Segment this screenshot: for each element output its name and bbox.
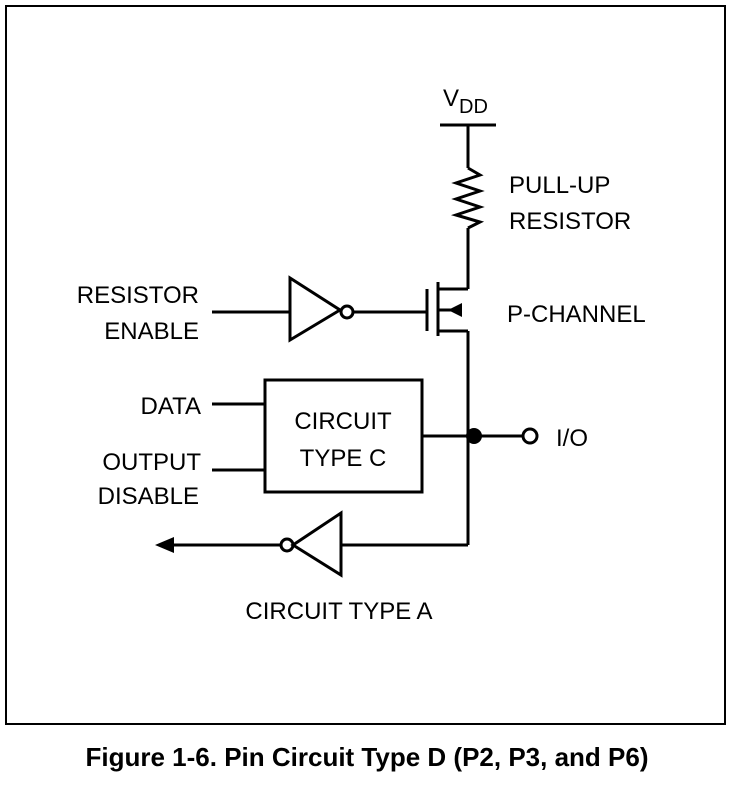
resistor-enable-label-1: RESISTOR bbox=[77, 282, 199, 309]
diagram-frame bbox=[5, 5, 726, 725]
output-arrow bbox=[155, 537, 174, 553]
io-pin bbox=[521, 427, 539, 445]
pin-circuit-diagram: VDD PULL-UP RESISTOR RESISTOR ENABLE P-C… bbox=[77, 85, 646, 625]
circuit-a-inverter bbox=[290, 510, 343, 578]
output-disable-label-1: OUTPUT bbox=[102, 449, 201, 476]
pull-up-resistor bbox=[450, 166, 485, 230]
enable-inverter bbox=[288, 275, 343, 343]
transistor-arrow bbox=[448, 303, 462, 317]
circuit-c-label-2: TYPE C bbox=[300, 445, 387, 472]
resistor-enable-label-2: ENABLE bbox=[104, 318, 199, 345]
figure-caption: Figure 1-6. Pin Circuit Type D (P2, P3, … bbox=[85, 742, 649, 772]
pull-up-label-2: RESISTOR bbox=[509, 208, 631, 235]
circuit-type-a-label: CIRCUIT TYPE A bbox=[245, 598, 432, 625]
circuit-c-label-1: CIRCUIT bbox=[294, 408, 392, 435]
io-label: I/O bbox=[556, 425, 588, 452]
circuit-type-c-box bbox=[263, 378, 424, 494]
junction-dot bbox=[466, 428, 482, 444]
vdd-label: VDD bbox=[443, 85, 488, 118]
pull-up-label-1: PULL-UP bbox=[509, 172, 610, 199]
p-channel-label: P-CHANNEL bbox=[507, 301, 646, 328]
output-disable-label-2: DISABLE bbox=[98, 483, 199, 510]
data-label: DATA bbox=[141, 393, 201, 420]
enable-inverter-bubble bbox=[339, 304, 355, 320]
